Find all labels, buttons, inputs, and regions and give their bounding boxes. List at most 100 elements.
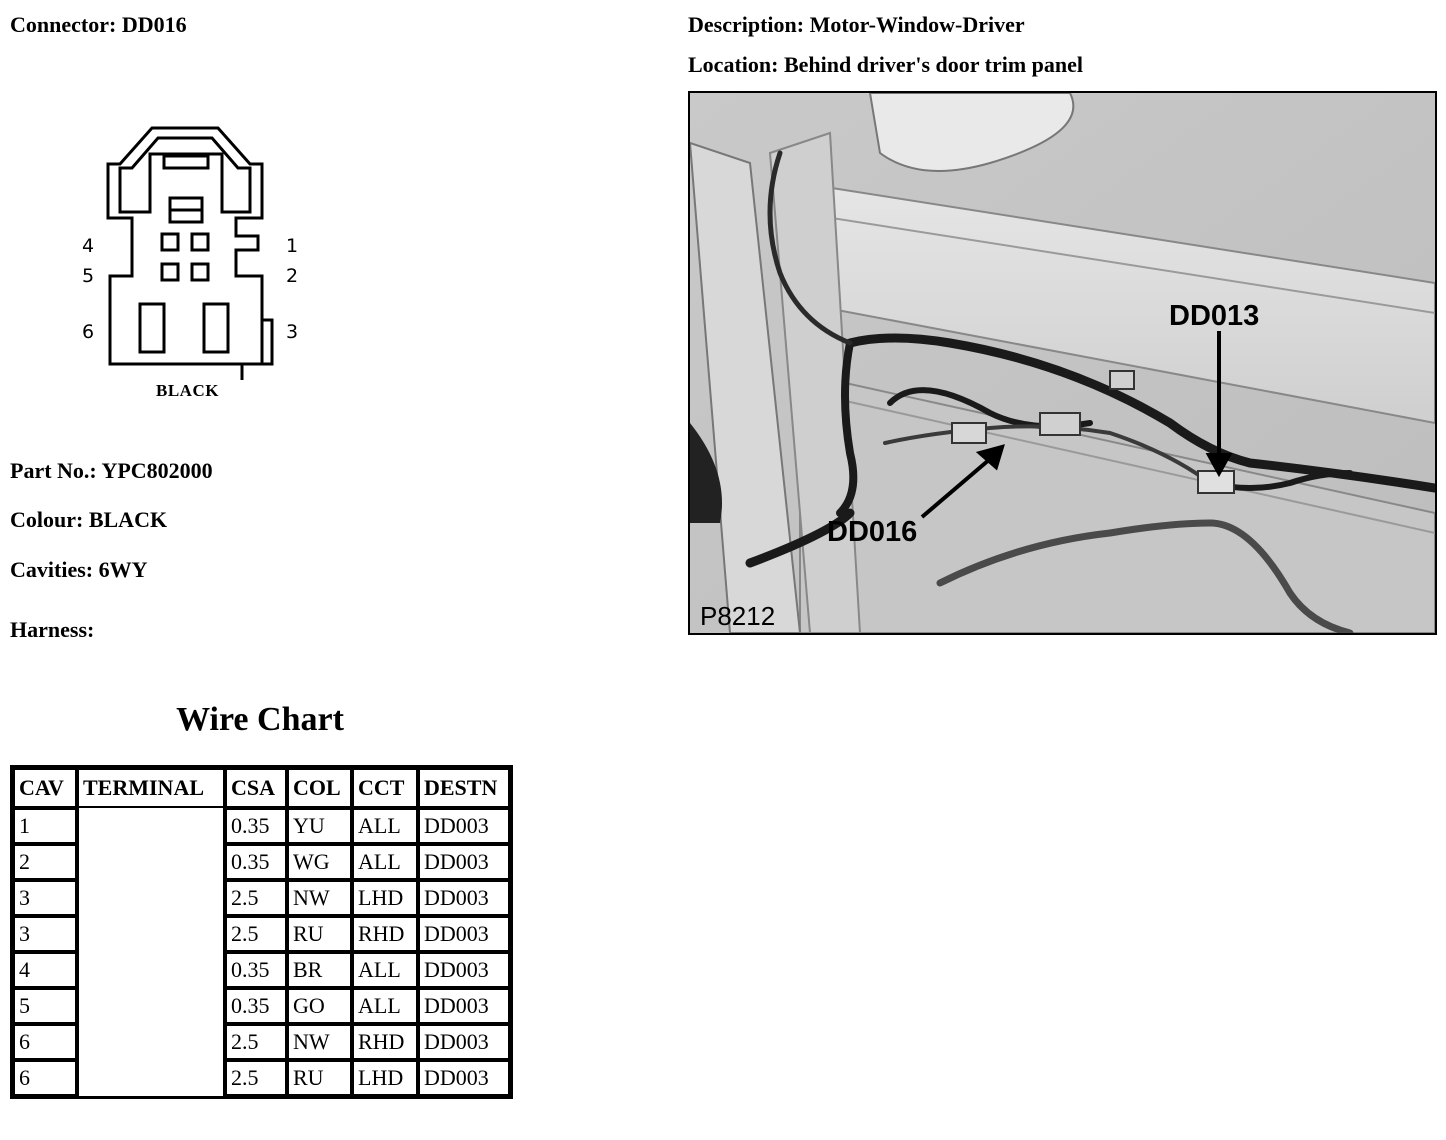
cell-csa: 0.35 bbox=[225, 952, 287, 988]
location-label: Location: bbox=[688, 52, 779, 77]
cell-destn: DD003 bbox=[418, 1060, 510, 1096]
dd016-connector-body bbox=[951, 422, 987, 444]
cell-csa: 2.5 bbox=[225, 1024, 287, 1060]
mirror-shape bbox=[868, 93, 1075, 172]
cell-col: YU bbox=[287, 808, 352, 844]
colour-info: Colour: BLACK bbox=[10, 507, 167, 533]
cell-csa: 0.35 bbox=[225, 988, 287, 1024]
cell-destn: DD003 bbox=[418, 1024, 510, 1060]
header-destn: DESTN bbox=[418, 768, 510, 808]
colour-value: BLACK bbox=[88, 507, 168, 532]
cell-cct: LHD bbox=[352, 880, 418, 916]
header-terminal: TERMINAL bbox=[77, 768, 225, 808]
location-info: Location: Behind driver's door trim pane… bbox=[688, 52, 1083, 78]
connector-id: DD016 bbox=[121, 12, 187, 37]
pin-label-3: 3 bbox=[286, 321, 298, 343]
colour-label: Colour: bbox=[10, 507, 84, 532]
cavity-2 bbox=[190, 262, 210, 282]
cell-terminal bbox=[77, 808, 225, 844]
pin-label-6: 6 bbox=[82, 321, 94, 343]
cell-terminal bbox=[77, 952, 225, 988]
header-cav: CAV bbox=[13, 768, 77, 808]
cell-csa: 2.5 bbox=[225, 916, 287, 952]
cell-cct: RHD bbox=[352, 1024, 418, 1060]
cell-terminal bbox=[77, 1024, 225, 1060]
description-label: Description: bbox=[688, 12, 805, 37]
cell-cav: 1 bbox=[13, 808, 77, 844]
cell-destn: DD003 bbox=[418, 880, 510, 916]
cell-destn: DD003 bbox=[418, 844, 510, 880]
dd013-connector-body bbox=[1197, 470, 1235, 494]
housing-outline bbox=[106, 126, 264, 366]
cell-col: NW bbox=[287, 880, 352, 916]
cell-destn: DD003 bbox=[418, 988, 510, 1024]
pin-label-2: 2 bbox=[286, 265, 298, 287]
cell-csa: 0.35 bbox=[225, 844, 287, 880]
cavity-4 bbox=[160, 232, 180, 252]
cell-terminal bbox=[77, 880, 225, 916]
cell-terminal bbox=[77, 1060, 225, 1096]
cell-cav: 3 bbox=[13, 880, 77, 916]
location-value: Behind driver's door trim panel bbox=[783, 52, 1084, 77]
cell-cct: RHD bbox=[352, 916, 418, 952]
description-info: Description: Motor-Window-Driver bbox=[688, 12, 1025, 38]
harness-info: Harness: bbox=[10, 617, 94, 643]
table-header-row: CAV TERMINAL CSA COL CCT DESTN bbox=[13, 768, 510, 808]
cell-cav: 3 bbox=[13, 916, 77, 952]
part-label: Part No.: bbox=[10, 458, 97, 483]
header-csa: CSA bbox=[225, 768, 287, 808]
cell-cav: 5 bbox=[13, 988, 77, 1024]
pin-label-4: 4 bbox=[82, 235, 94, 257]
cell-col: RU bbox=[287, 916, 352, 952]
cavities-info: Cavities: 6WY bbox=[10, 557, 147, 583]
main-harness bbox=[845, 333, 1435, 493]
cavities-value: 6WY bbox=[98, 557, 148, 582]
cell-cct: LHD bbox=[352, 1060, 418, 1096]
description-value: Motor-Window-Driver bbox=[809, 12, 1025, 37]
cavity-6 bbox=[138, 302, 166, 354]
pin-label-5: 5 bbox=[82, 265, 94, 287]
wire-chart-title: Wire Chart bbox=[176, 701, 344, 738]
cell-destn: DD003 bbox=[418, 952, 510, 988]
header-col: COL bbox=[287, 768, 352, 808]
cell-col: GO bbox=[287, 988, 352, 1024]
cell-csa: 0.35 bbox=[225, 808, 287, 844]
cell-cav: 2 bbox=[13, 844, 77, 880]
door-frame bbox=[690, 141, 802, 633]
cell-terminal bbox=[77, 988, 225, 1024]
photo-reference: P8212 bbox=[700, 601, 775, 631]
connector-label: Connector: bbox=[10, 12, 117, 37]
connector-color-label: BLACK bbox=[156, 381, 219, 400]
callout-dd013: DD013 bbox=[1169, 300, 1259, 332]
part-info: Part No.: YPC802000 bbox=[10, 458, 213, 484]
cell-terminal bbox=[77, 844, 225, 880]
cell-destn: DD003 bbox=[418, 916, 510, 952]
harness-label: Harness: bbox=[10, 617, 95, 642]
cell-cav: 6 bbox=[13, 1024, 77, 1060]
cell-cct: ALL bbox=[352, 952, 418, 988]
callout-dd016: DD016 bbox=[827, 516, 917, 548]
dd016-arrow bbox=[920, 457, 992, 519]
cavities-label: Cavities: bbox=[10, 557, 94, 582]
pin-label-1: 1 bbox=[286, 235, 298, 257]
cell-cct: ALL bbox=[352, 844, 418, 880]
cell-destn: DD003 bbox=[418, 808, 510, 844]
connector-info: Connector: DD016 bbox=[10, 12, 187, 38]
connector-face-svg: 1 2 3 4 5 6 BLACK bbox=[82, 126, 298, 400]
location-photo: DD013 DD016 P8212 bbox=[688, 91, 1437, 635]
cell-col: NW bbox=[287, 1024, 352, 1060]
cell-col: WG bbox=[287, 844, 352, 880]
latch-slot bbox=[162, 154, 210, 170]
polarizing-rib bbox=[240, 318, 274, 380]
cell-cct: ALL bbox=[352, 988, 418, 1024]
cell-col: BR bbox=[287, 952, 352, 988]
